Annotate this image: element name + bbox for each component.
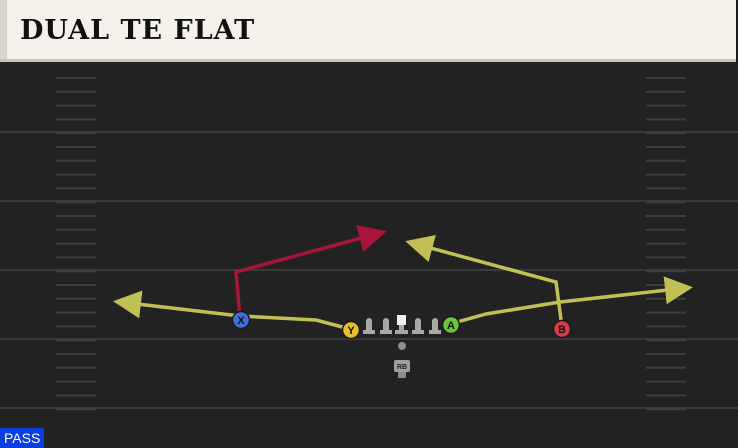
offensive-line: [363, 315, 441, 334]
route-b-post: [405, 234, 564, 328]
yard-lines: [0, 131, 738, 409]
lineman-icon: [412, 318, 424, 334]
player-x: X: [231, 310, 251, 330]
player-label: RB: [397, 364, 407, 371]
routes: [113, 224, 693, 331]
player-b: B: [552, 319, 572, 339]
player-rb: RB: [394, 360, 410, 378]
center-icon: [395, 315, 408, 334]
football-field: [0, 62, 738, 448]
route-x-corner: [234, 224, 387, 319]
lineman-icon: [429, 318, 441, 334]
title-bar: DUAL TE FLAT: [0, 0, 736, 62]
quarterback-marker: [398, 342, 406, 350]
player-label: B: [558, 324, 566, 336]
lineman-icon: [380, 318, 392, 334]
hash-marks: [56, 77, 686, 411]
player-label: A: [447, 320, 455, 332]
route-y-flat: [113, 290, 351, 331]
play-type-badge: PASS: [0, 428, 45, 448]
title-bar-accent: [0, 0, 7, 59]
lineman-icon: [363, 318, 375, 334]
player-y: Y: [341, 320, 361, 340]
play-title: DUAL TE FLAT: [20, 15, 256, 46]
route-a-out: [449, 276, 693, 326]
player-a: A: [441, 315, 461, 335]
player-label: Y: [347, 325, 355, 337]
player-label: X: [237, 315, 245, 327]
